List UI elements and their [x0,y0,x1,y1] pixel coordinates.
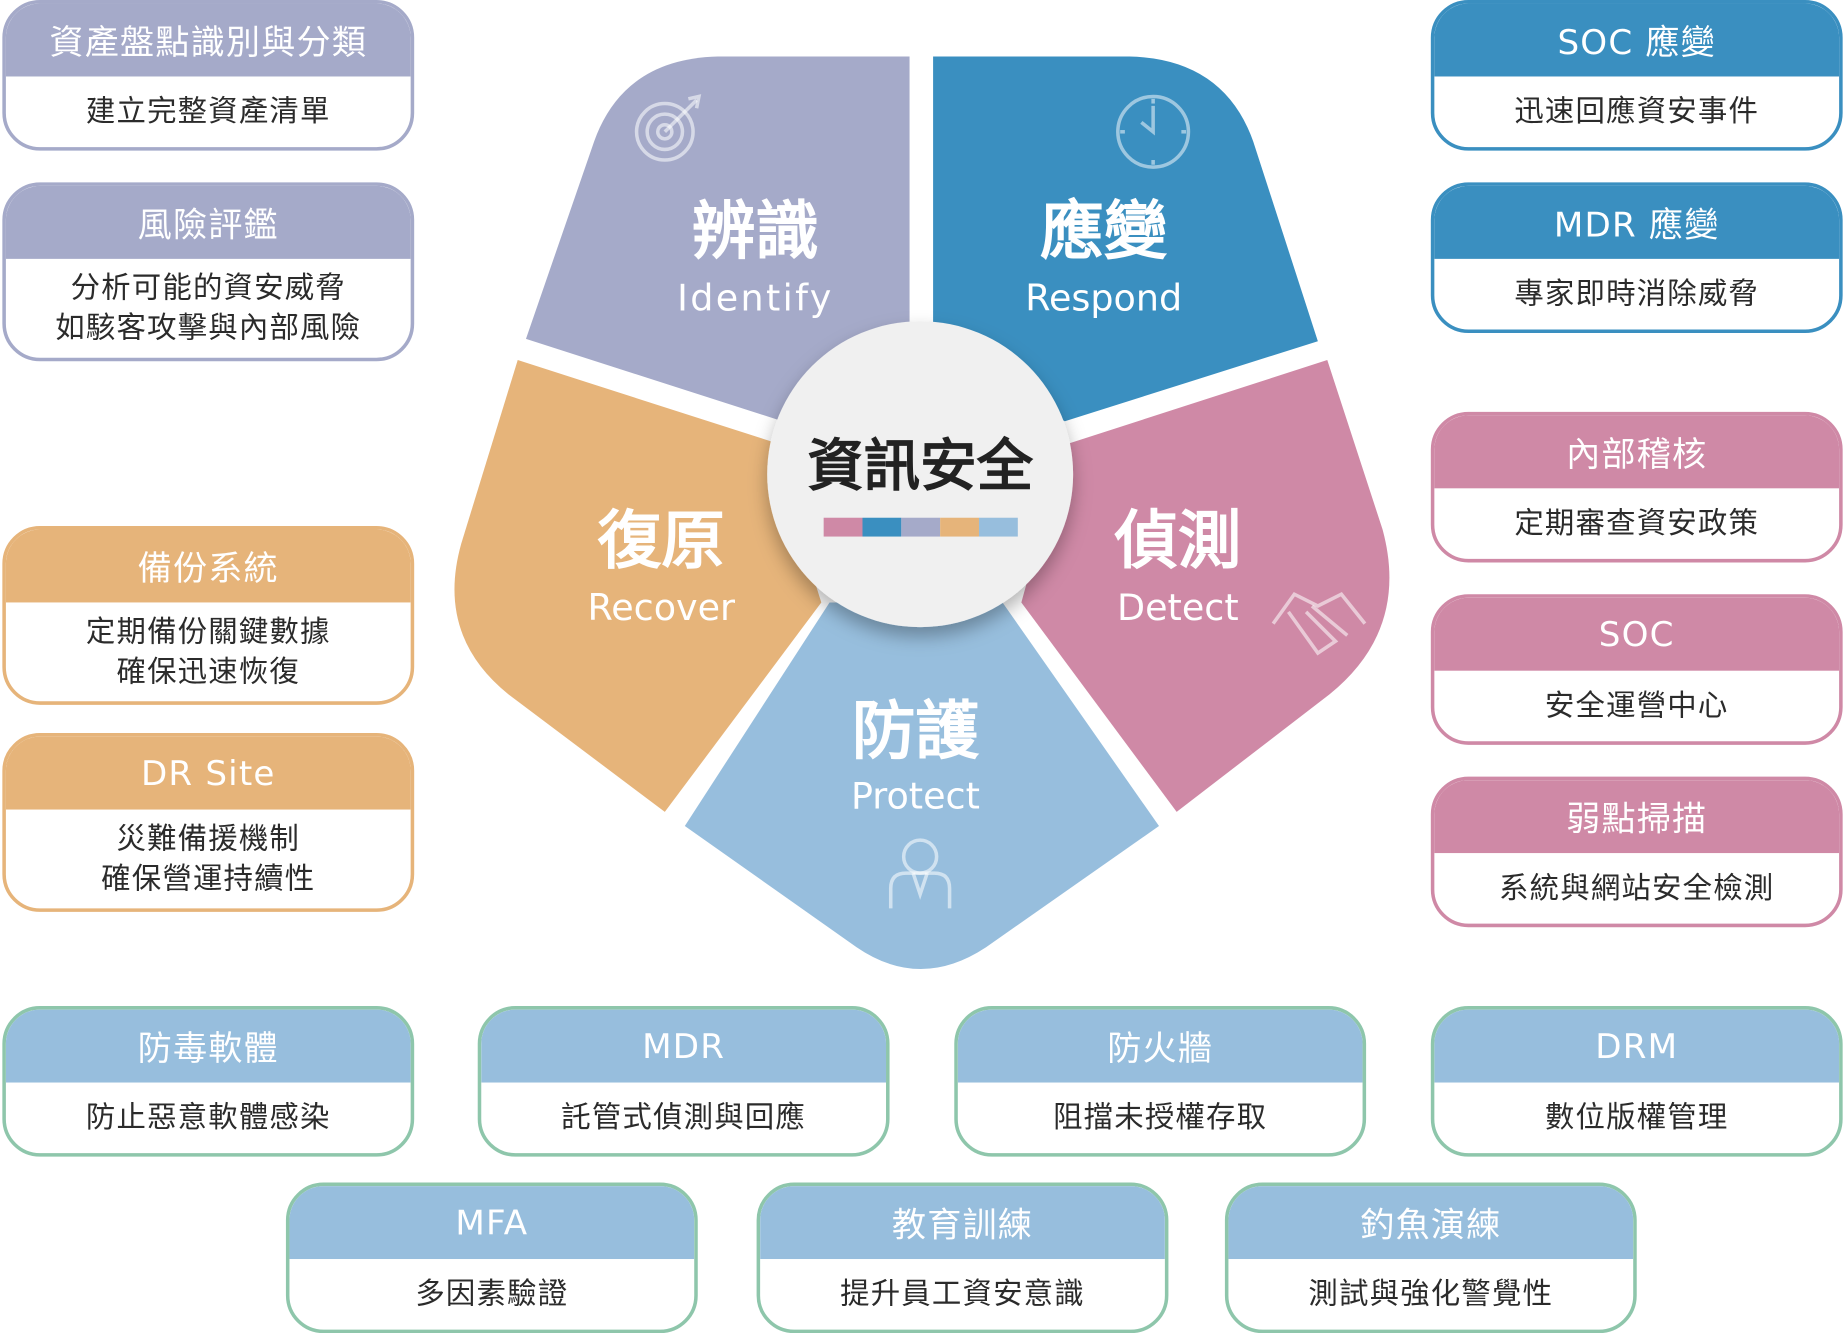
info-card-line: 確保迅速恢復 [116,654,301,689]
info-card-body: 多因素驗證 [289,1259,694,1330]
segment-protect [684,602,1160,969]
info-card: 防毒軟體防止惡意軟體感染 [2,1006,415,1157]
info-card-title: 風險評鑑 [5,185,411,259]
info-card-line: 分析可能的資安威脅 [70,270,346,305]
info-card-line: 託管式偵測與回應 [561,1100,807,1135]
info-card-title: 防毒軟體 [5,1009,411,1083]
info-card-title: MDR [481,1009,887,1083]
info-card: 防火牆阻擋未授權存取 [954,1006,1367,1157]
info-card-line: 定期審查資安政策 [1514,505,1760,541]
info-card-title: 教育訓練 [760,1186,1165,1260]
info-card-body: 數位版權管理 [1434,1083,1839,1154]
info-card-body: 建立完整資產清單 [6,76,411,147]
info-card: 風險評鑑分析可能的資安威脅如駭客攻擊與內部風險 [2,182,415,362]
color-bar-segment [823,517,863,537]
info-card-line: 定期備份關鍵數據 [85,614,331,649]
protect-label-zh: 防護 [852,694,980,768]
info-card: 教育訓練提升員工資安意識 [756,1182,1169,1333]
info-card: 資產盤點識別與分類建立完整資產清單 [2,0,415,151]
info-card-line: 數位版權管理 [1544,1100,1729,1135]
info-card: 釣魚演練測試與強化警覺性 [1224,1182,1637,1333]
info-card-line: 專家即時消除威脅 [1514,276,1760,311]
info-card: 備份系統定期備份關鍵數據確保迅速恢復 [2,525,415,705]
color-bar-segment [978,517,1018,537]
info-card-title: 資產盤點識別與分類 [5,3,411,77]
info-card-line: 防止惡意軟體感染 [85,1100,331,1135]
info-card-line: 阻擋未授權存取 [1053,1100,1268,1135]
info-card-title: 弱點掃描 [1434,780,1840,854]
info-card: SOC 安全運營中心 [1430,594,1843,745]
info-card-title: 釣魚演練 [1228,1186,1634,1260]
info-card-body: 定期審查資安政策 [1434,488,1839,559]
info-card-title: SOC [1434,597,1840,671]
info-card-line: 多因素驗證 [415,1276,569,1311]
info-card-body: 安全運營中心 [1434,671,1839,742]
info-card-body: 分析可能的資安威脅如駭客攻擊與內部風險 [6,259,411,358]
person-icon [888,838,952,909]
info-card-body: 專家即時消除威脅 [1434,259,1839,330]
respond-label-en: Respond [1025,277,1182,320]
info-card-body: 災難備援機制確保營運持續性 [6,810,411,909]
color-bar-segment [901,517,941,537]
info-card-body: 防止惡意軟體感染 [6,1083,411,1154]
info-card-title: 內部稽核 [1434,415,1840,489]
segment-detect [1021,360,1390,812]
info-card-title: 備份系統 [5,529,411,603]
info-card-line: 確保營運持續性 [101,861,316,896]
info-card-body: 定期備份關鍵數據確保迅速恢復 [6,602,411,701]
respond-label-zh: 應變 [1040,194,1168,268]
info-card: SOC 應變迅速回應資安事件 [1430,0,1843,151]
info-card-line: 系統與網站安全檢測 [1499,870,1775,905]
info-card: 內部稽核定期審查資安政策 [1430,411,1843,563]
info-card-line: 如駭客攻擊與內部風險 [55,310,362,345]
identify-label-en: Identify [677,277,834,320]
center-circle [767,321,1074,628]
detect-label-zh: 偵測 [1113,503,1241,577]
recover-label-zh: 復原 [597,503,725,577]
info-card-body: 託管式偵測與回應 [481,1083,886,1154]
info-card-title: MFA [289,1186,695,1260]
info-card-line: 建立完整資產清單 [85,94,331,129]
info-card-line: 災難備援機制 [116,821,301,856]
center-title: 資訊安全 [807,434,1033,499]
info-card: DRM 數位版權管理 [1430,1006,1843,1157]
info-card: MDR 託管式偵測與回應 [477,1006,890,1157]
segment-respond [933,56,1318,422]
info-card-title: DR Site [5,736,411,810]
info-card: 弱點掃描系統與網站安全檢測 [1430,776,1843,928]
handshake-icon [1271,591,1367,656]
info-card-title: DRM [1434,1009,1840,1083]
info-card-title: SOC 應變 [1434,3,1840,77]
info-card-line: 測試與強化警覺性 [1308,1276,1554,1311]
segment-recover [454,360,822,812]
info-card-line: 安全運營中心 [1544,688,1729,723]
info-card-line: 迅速回應資安事件 [1514,94,1760,129]
protect-label-en: Protect [851,774,980,817]
segment-identify [525,56,910,422]
color-bar-segment [862,517,902,537]
info-card-title: MDR 應變 [1434,185,1840,259]
info-card-body: 迅速回應資安事件 [1434,76,1839,147]
color-bar-segment [940,517,979,537]
target-icon [634,94,702,162]
info-card-body: 系統與網站安全檢測 [1434,853,1839,924]
info-card-body: 提升員工資安意識 [760,1259,1165,1330]
info-card-body: 阻擋未授權存取 [958,1083,1363,1154]
info-card: MFA 多因素驗證 [285,1182,698,1333]
info-card-title: 防火牆 [957,1009,1363,1083]
detect-label-en: Detect [1117,586,1239,629]
info-card-body: 測試與強化警覺性 [1228,1259,1633,1330]
clock-icon [1116,94,1191,169]
identify-label-zh: 辨識 [692,194,819,268]
color-bar [823,517,1018,537]
info-card: MDR 應變專家即時消除威脅 [1430,182,1843,333]
info-card-line: 提升員工資安意識 [840,1276,1085,1311]
recover-label-en: Recover [588,586,736,629]
